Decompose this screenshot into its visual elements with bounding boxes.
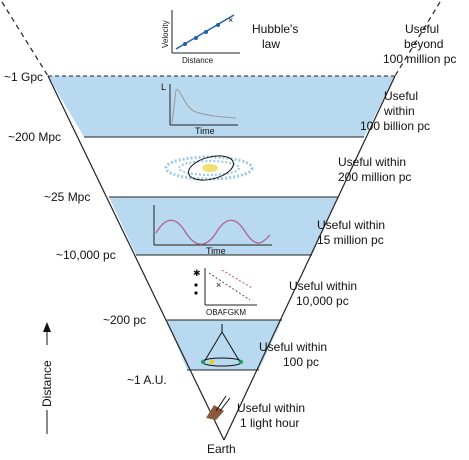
svg-text:1 light hour: 1 light hour	[240, 416, 299, 430]
left-label-1gpc: ~1 Gpc	[4, 70, 43, 84]
cepheid-xlabel: Time	[206, 246, 226, 256]
svg-text:Useful: Useful	[384, 89, 418, 103]
right-label-supernova: Useful within 100 billion pc	[360, 89, 430, 133]
svg-text:Useful within: Useful within	[317, 218, 385, 232]
svg-text:×: ×	[228, 15, 233, 25]
left-label-1au: ~1 A.U.	[127, 373, 167, 387]
funnel-outline	[1, 1, 441, 441]
hr-classes: OBAFGKM	[206, 308, 246, 317]
band-dividers	[48, 75, 395, 371]
band-supernovae	[48, 76, 395, 137]
left-label-10000pc: ~10,000 pc	[56, 248, 116, 262]
cepheid-light-curve-inset: Time	[153, 205, 272, 256]
right-label-galaxy: Useful within 200 million pc	[338, 155, 411, 184]
svg-text:100 million pc: 100 million pc	[383, 52, 456, 66]
right-label-radar: Useful within 1 light hour	[237, 401, 305, 430]
inset-ylabel: Velocity	[161, 20, 170, 48]
svg-text:10,000 pc: 10,000 pc	[296, 294, 349, 308]
left-label-200pc: ~200 pc	[103, 313, 146, 327]
band-parallax	[167, 320, 282, 370]
radar-dish-icon	[206, 395, 231, 420]
svg-text:Useful within: Useful within	[338, 155, 406, 169]
earth-label: Earth	[207, 442, 236, 456]
band-cepheids	[109, 197, 338, 255]
right-label-cepheid: Useful within 15 million pc	[317, 218, 385, 247]
svg-text:Useful within: Useful within	[259, 340, 327, 354]
svg-text:×: ×	[216, 280, 221, 290]
parallax-inset	[200, 324, 244, 367]
svg-text:Useful: Useful	[405, 22, 439, 36]
distance-axis: Distance	[40, 322, 54, 434]
svg-text:Useful within: Useful within	[289, 279, 357, 293]
svg-text:200 million pc: 200 million pc	[338, 170, 411, 184]
supernova-ylabel: L	[161, 82, 166, 92]
right-label-parallax: Useful within 100 pc	[259, 340, 327, 369]
spiral-galaxy-inset	[164, 155, 254, 181]
svg-text:within: within	[383, 104, 415, 118]
hr-diagram-inset: ✱ × OBAFGKM	[193, 268, 257, 317]
supernova-light-curve-inset: L Time	[161, 82, 238, 136]
distance-axis-label: Distance	[40, 360, 54, 407]
svg-text:beyond: beyond	[404, 37, 443, 51]
svg-text:Useful within: Useful within	[237, 401, 305, 415]
right-label-hubble: Useful beyond 100 million pc	[383, 22, 456, 66]
svg-text:15 million pc: 15 million pc	[317, 233, 384, 247]
right-label-hr: Useful within 10,000 pc	[289, 279, 357, 308]
hubble-label-line2: law	[262, 37, 280, 51]
supernova-xlabel: Time	[195, 126, 215, 136]
hubble-label-line1: Hubble's	[252, 22, 298, 36]
svg-text:✱: ✱	[193, 268, 201, 278]
left-label-25mpc: ~25 Mpc	[44, 190, 90, 204]
svg-text:100 pc: 100 pc	[283, 355, 319, 369]
svg-text:100 billion pc: 100 billion pc	[360, 119, 430, 133]
hubble-law-inset: × Velocity Distance	[161, 10, 240, 65]
left-label-200mpc: ~200 Mpc	[8, 130, 61, 144]
inset-xlabel: Distance	[182, 56, 214, 65]
